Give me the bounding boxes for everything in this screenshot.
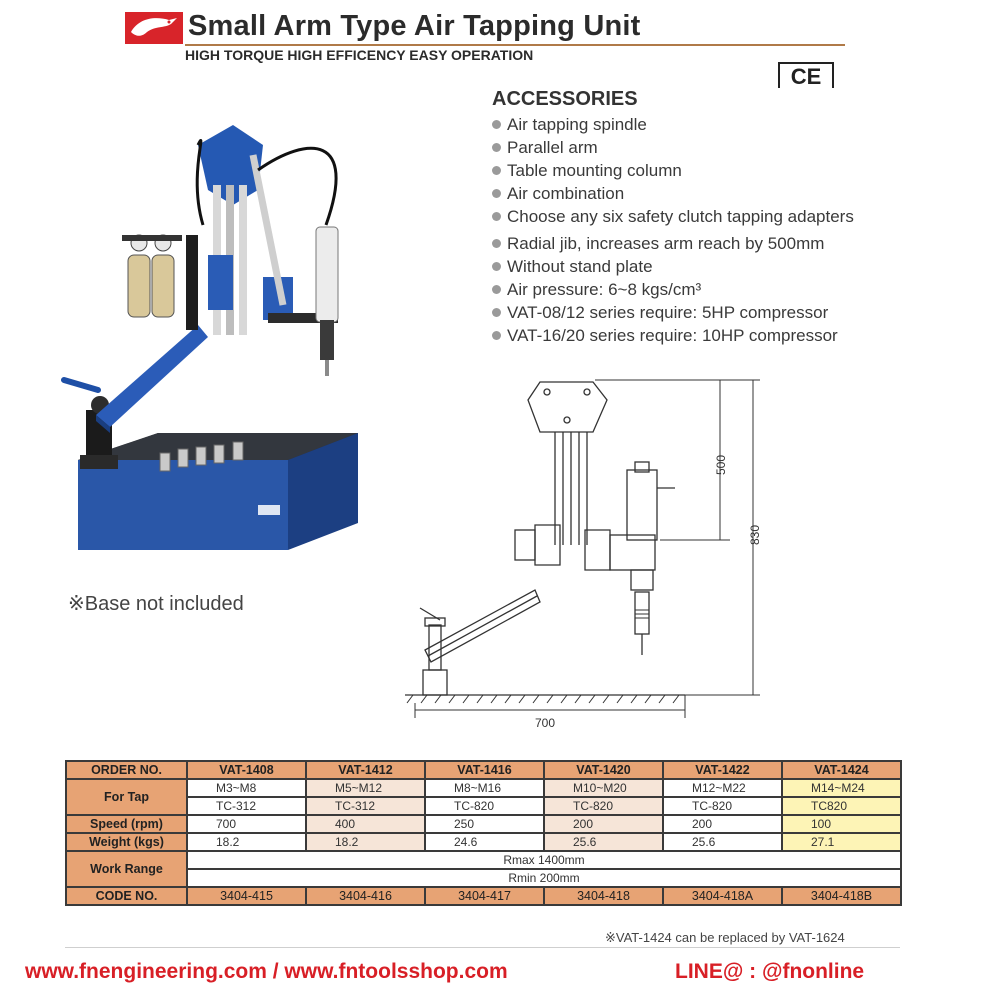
dimension-700: 700 (535, 716, 555, 730)
list-item: Without stand plate (492, 255, 854, 278)
table-cell: M10~M20 (543, 778, 664, 798)
table-cell: 18.2 (305, 832, 426, 852)
table-cell: TC-820 (543, 796, 664, 816)
table-cell: 25.6 (662, 832, 783, 852)
table-cell: M12~M22 (662, 778, 783, 798)
table-row: CODE NO. 3404-415 3404-416 3404-417 3404… (65, 886, 902, 906)
bullet-icon (492, 331, 501, 340)
brand-logo (125, 12, 183, 44)
dimension-500: 500 (714, 455, 728, 475)
table-cell: M5~M12 (305, 778, 426, 798)
page-title: Small Arm Type Air Tapping Unit (188, 10, 641, 42)
list-item: Choose any six safety clutch tapping ada… (492, 205, 854, 228)
dimension-drawing: 500 830 700 (395, 370, 775, 735)
table-row: For Tap M3~M8 M5~M12 M8~M16 M10~M20 M12~… (65, 778, 902, 816)
bullet-icon (492, 285, 501, 294)
table-cell: 27.1 (781, 832, 902, 852)
table-cell: M14~M24 (781, 778, 902, 798)
bullet-icon (492, 120, 501, 129)
table-cell: 200 (662, 814, 783, 834)
table-cell: M3~M8 (186, 778, 307, 798)
website-links[interactable]: www.fnengineering.com / www.fntoolsshop.… (25, 960, 508, 983)
bullet-icon (492, 308, 501, 317)
table-cell: TC-312 (305, 796, 426, 816)
list-item: Parallel arm (492, 136, 854, 159)
table-row: Speed (rpm) 700 400 250 200 200 100 (65, 814, 902, 834)
table-cell: 18.2 (186, 832, 307, 852)
work-range-label: Work Range (65, 850, 188, 888)
model-header: VAT-1408 (186, 760, 307, 780)
product-photo (58, 115, 438, 565)
replacement-note: ※VAT-1424 can be replaced by VAT-1624 (605, 930, 845, 945)
table-row: Weight (kgs) 18.2 18.2 24.6 25.6 25.6 27… (65, 832, 902, 852)
base-note: ※Base not included (68, 593, 244, 615)
model-header: VAT-1422 (662, 760, 783, 780)
list-item: VAT-08/12 series require: 5HP compressor (492, 301, 854, 324)
table-cell: TC820 (781, 796, 902, 816)
list-item: Air combination (492, 182, 854, 205)
rmax-value: Rmax 1400mm (186, 850, 902, 870)
model-header: VAT-1412 (305, 760, 426, 780)
line-contact[interactable]: LINE@ : @fnonline (675, 960, 865, 983)
model-header: VAT-1416 (424, 760, 545, 780)
bullet-icon (492, 166, 501, 175)
list-item: Air pressure: 6~8 kgs/cm³ (492, 278, 854, 301)
code-cell: 3404-418 (543, 886, 664, 906)
spec-table: ORDER NO. VAT-1408 VAT-1412 VAT-1416 VAT… (65, 760, 902, 906)
code-cell: 3404-416 (305, 886, 426, 906)
table-row: TC-312 TC-312 TC-820 TC-820 TC-820 TC820 (66, 796, 902, 816)
page-subtitle: HIGH TORQUE HIGH EFFICENCY EASY OPERATIO… (185, 47, 534, 63)
footer-divider (65, 947, 900, 948)
table-cell: 400 (305, 814, 426, 834)
table-cell: TC-820 (424, 796, 545, 816)
list-item: Air tapping spindle (492, 113, 854, 136)
title-divider (185, 44, 845, 46)
table-cell: M8~M16 (424, 778, 545, 798)
code-cell: 3404-418B (781, 886, 902, 906)
accessories-heading: ACCESSORIES (492, 88, 638, 110)
table-cell: 200 (543, 814, 664, 834)
order-no-label: ORDER NO. (65, 760, 188, 780)
bullet-icon (492, 262, 501, 271)
table-cell: 100 (781, 814, 902, 834)
code-no-label: CODE NO. (65, 886, 188, 906)
dimension-830: 830 (748, 525, 762, 545)
rmin-value: Rmin 200mm (186, 868, 902, 888)
table-cell: TC-820 (662, 796, 783, 816)
table-row: ORDER NO. VAT-1408 VAT-1412 VAT-1416 VAT… (65, 760, 902, 780)
list-item: Table mounting column (492, 159, 854, 182)
accessories-list: Air tapping spindle Parallel arm Table m… (492, 113, 854, 347)
weight-label: Weight (kgs) (65, 832, 188, 852)
model-header: VAT-1420 (543, 760, 664, 780)
code-cell: 3404-415 (186, 886, 307, 906)
model-header: VAT-1424 (781, 760, 902, 780)
table-cell: 700 (186, 814, 307, 834)
table-row: Work Range Rmax 1400mm (65, 850, 902, 888)
table-cell: TC-312 (186, 796, 307, 816)
bullet-icon (492, 189, 501, 198)
bullet-icon (492, 239, 501, 248)
table-cell: 24.6 (424, 832, 545, 852)
bullet-icon (492, 143, 501, 152)
code-cell: 3404-417 (424, 886, 545, 906)
code-cell: 3404-418A (662, 886, 783, 906)
list-item: VAT-16/20 series require: 10HP compresso… (492, 324, 854, 347)
speed-label: Speed (rpm) (65, 814, 188, 834)
table-cell: 250 (424, 814, 545, 834)
ce-mark: CE (778, 62, 834, 88)
for-tap-label: For Tap (65, 778, 188, 816)
table-cell: 25.6 (543, 832, 664, 852)
table-row: Rmin 200mm (66, 868, 902, 888)
bullet-icon (492, 212, 501, 221)
list-item: Radial jib, increases arm reach by 500mm (492, 232, 854, 255)
